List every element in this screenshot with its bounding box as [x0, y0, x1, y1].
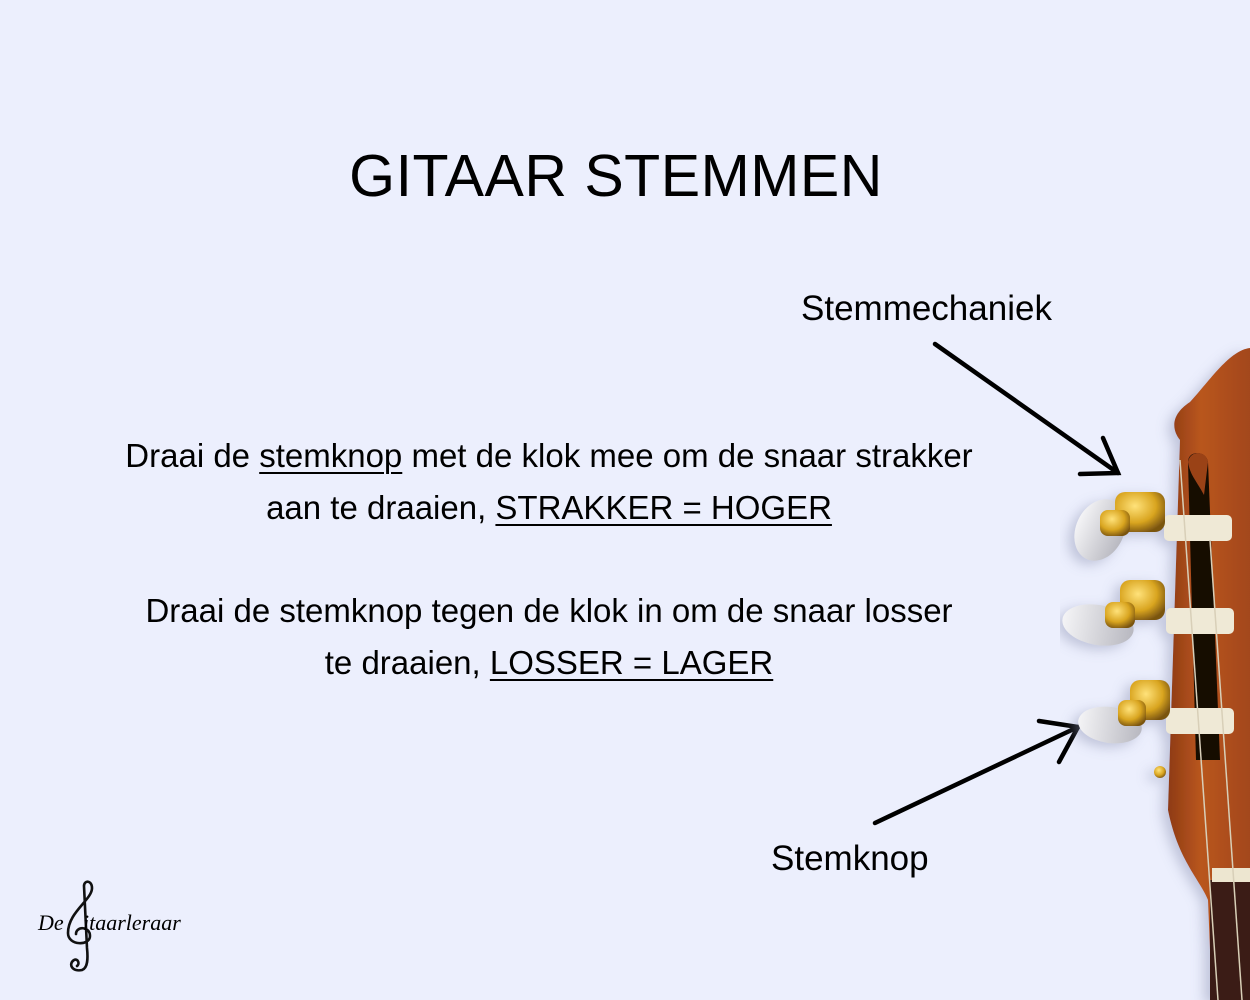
instruction-text: Draai de [125, 437, 260, 474]
instruction-loosen: Draai de stemknop tegen de klok in om de… [60, 585, 1038, 689]
instruction-text: aan te draaien, [266, 489, 496, 526]
guitar-headstock-illustration [1062, 348, 1250, 1000]
treble-clef-icon [66, 880, 94, 972]
page-title: GITAAR STEMMEN [349, 143, 883, 209]
instruction-text: Draai de stemknop tegen de klok in om de… [145, 592, 953, 629]
underlined-term: stemknop [259, 437, 403, 474]
logo-name: itaarleraar [83, 910, 181, 935]
label-stemknop: Stemknop [771, 839, 929, 878]
instruction-text: te draaien, [324, 644, 490, 681]
arrow-to-tuning-peg-icon [872, 718, 1082, 826]
logo-prefix: De [38, 910, 64, 935]
rule-strakker-hoger: STRAKKER = HOGER [495, 489, 832, 526]
label-stemmechaniek: Stemmechaniek [801, 289, 1052, 328]
tuner-3 [1078, 680, 1170, 778]
tuner-2 [1062, 580, 1165, 646]
arrow-to-tuning-machine-icon [932, 341, 1122, 477]
rule-losser-lager: LOSSER = LAGER [489, 644, 774, 681]
instruction-tighten: Draai de stemknop met de klok mee om de … [60, 430, 1038, 534]
instruction-text: met de klok mee om de snaar strakker [402, 437, 973, 474]
tuner-1 [1074, 492, 1165, 561]
logo-de-gitaarleraar: De itaarleraar [36, 878, 206, 973]
